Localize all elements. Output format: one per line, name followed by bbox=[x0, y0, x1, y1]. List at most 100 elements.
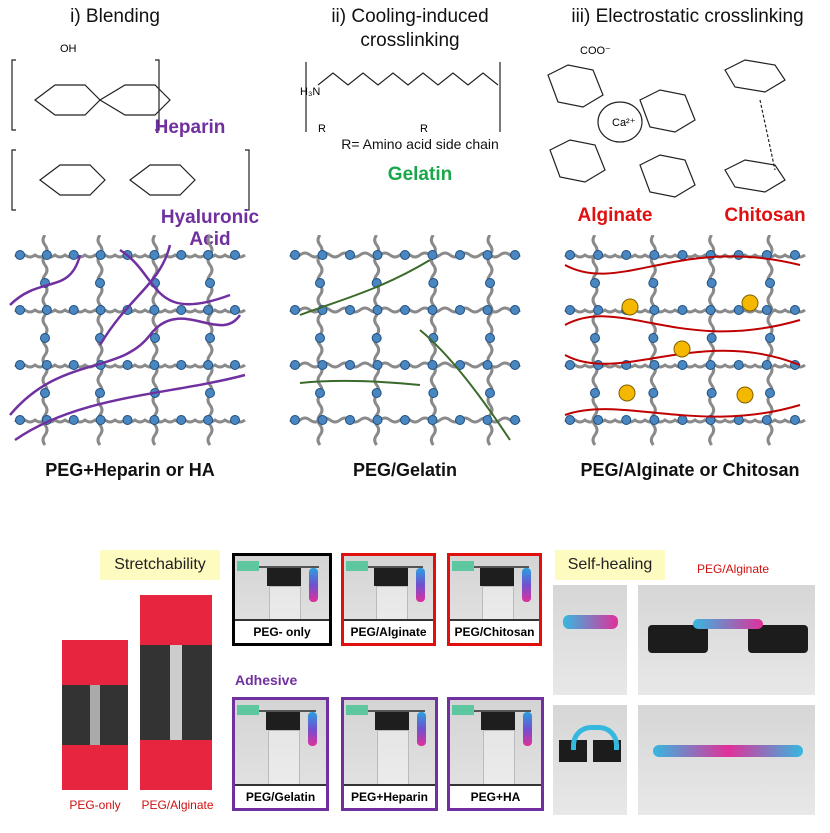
peg-node bbox=[428, 388, 439, 398]
peg-node bbox=[203, 305, 214, 315]
peg-node bbox=[565, 415, 575, 425]
chitosan-rings bbox=[724, 59, 786, 193]
vial-cap bbox=[480, 712, 515, 730]
peg-node bbox=[621, 250, 632, 260]
peg-node bbox=[176, 360, 187, 370]
title-electrostatic: iii) Electrostatic crosslinking bbox=[571, 6, 804, 27]
vial-cap bbox=[267, 568, 301, 586]
peg-node bbox=[761, 305, 772, 315]
adhesive-panel: PEG/Alginate bbox=[341, 553, 436, 646]
vial-cap bbox=[373, 568, 408, 586]
alginate-label: Alginate bbox=[577, 205, 653, 226]
peg-node bbox=[372, 250, 383, 260]
peg-node bbox=[290, 250, 300, 260]
peg-node bbox=[427, 250, 438, 260]
peg-node bbox=[15, 250, 25, 260]
peg-node bbox=[510, 360, 520, 370]
peg-node bbox=[400, 250, 410, 260]
peg-node bbox=[315, 278, 325, 288]
peg-node bbox=[765, 278, 775, 288]
needle-hub bbox=[237, 561, 259, 571]
gelatin-helices bbox=[299, 259, 511, 441]
peg-node bbox=[371, 333, 382, 343]
adhesive-label: Adhesive bbox=[235, 672, 298, 688]
peg-node bbox=[317, 360, 328, 370]
peg-node bbox=[677, 360, 688, 370]
peg-node bbox=[706, 388, 717, 398]
peg-node bbox=[230, 250, 240, 260]
adhesive-panel: PEG/Gelatin bbox=[232, 697, 329, 811]
peg-node bbox=[510, 415, 520, 425]
peg-node bbox=[790, 415, 800, 425]
peg-node bbox=[590, 388, 600, 398]
peg-node bbox=[317, 415, 328, 425]
peg-node bbox=[149, 250, 160, 260]
network-blend bbox=[14, 235, 246, 446]
peg-node bbox=[150, 333, 160, 343]
peg-node bbox=[400, 415, 410, 425]
needle-hub bbox=[346, 561, 368, 571]
peg-node bbox=[95, 388, 105, 398]
peg-node bbox=[95, 250, 106, 260]
peg-node bbox=[482, 250, 493, 260]
polysaccharide-chains bbox=[9, 244, 246, 442]
peg-node bbox=[345, 305, 355, 315]
peg-node bbox=[590, 333, 600, 343]
stretch-photo-peg-alginate bbox=[140, 595, 212, 790]
peg-node bbox=[455, 250, 465, 260]
peg-node bbox=[149, 415, 160, 425]
needle-hub bbox=[346, 705, 368, 715]
self-healing-photo-1 bbox=[553, 585, 627, 695]
needle bbox=[454, 710, 531, 712]
peg-node bbox=[203, 415, 214, 425]
needle bbox=[239, 710, 316, 712]
hyaluronic-acid-label: Hyaluronic Acid bbox=[160, 207, 260, 250]
peg-node bbox=[733, 360, 744, 370]
peg-node bbox=[705, 305, 716, 315]
peg-node bbox=[205, 333, 215, 343]
peg-node bbox=[372, 360, 383, 370]
peg-node bbox=[649, 250, 660, 260]
peg-node bbox=[485, 333, 495, 343]
peg-node bbox=[176, 250, 187, 260]
alginate-chains bbox=[564, 255, 801, 418]
peg-node bbox=[649, 360, 660, 370]
peg-node bbox=[68, 250, 79, 260]
adhesive-panel-label: PEG/Gelatin bbox=[235, 784, 326, 808]
self-healing-photo-4 bbox=[638, 705, 815, 815]
network-label-electrostatic: PEG/Alginate or Chitosan bbox=[580, 460, 800, 480]
adhesive-panel: PEG+Heparin bbox=[341, 697, 438, 811]
stretch-photo-peg-only bbox=[62, 640, 128, 790]
peg-node bbox=[427, 360, 438, 370]
peg-node bbox=[205, 388, 215, 398]
peg-node bbox=[315, 333, 325, 343]
peg-node bbox=[455, 305, 465, 315]
peg-node bbox=[593, 415, 604, 425]
stretchability-label: Stretchability bbox=[100, 550, 220, 580]
peg-node bbox=[15, 360, 25, 370]
peg-node bbox=[677, 305, 688, 315]
peg-node bbox=[733, 305, 744, 315]
peg-node bbox=[485, 388, 495, 398]
peg-node bbox=[40, 333, 50, 343]
peg-node bbox=[733, 250, 744, 260]
needle-hub bbox=[452, 705, 474, 715]
oh-label: OH bbox=[60, 43, 77, 55]
needle-hub bbox=[237, 705, 259, 715]
peg-node bbox=[621, 415, 632, 425]
network-gelatin bbox=[289, 235, 521, 446]
peg-node bbox=[482, 415, 493, 425]
peg-node bbox=[427, 415, 438, 425]
network-electrostatic bbox=[564, 235, 806, 446]
peg-node bbox=[372, 415, 383, 425]
ionic-bond bbox=[759, 99, 776, 171]
hydrogel bbox=[309, 568, 318, 602]
peg-node bbox=[149, 360, 160, 370]
peg-node bbox=[290, 305, 300, 315]
peg-node bbox=[68, 305, 79, 315]
peg-node bbox=[790, 250, 800, 260]
peg-node bbox=[485, 278, 495, 288]
peg-node bbox=[482, 305, 493, 315]
peg-node bbox=[95, 305, 106, 315]
peg-node bbox=[648, 333, 659, 343]
